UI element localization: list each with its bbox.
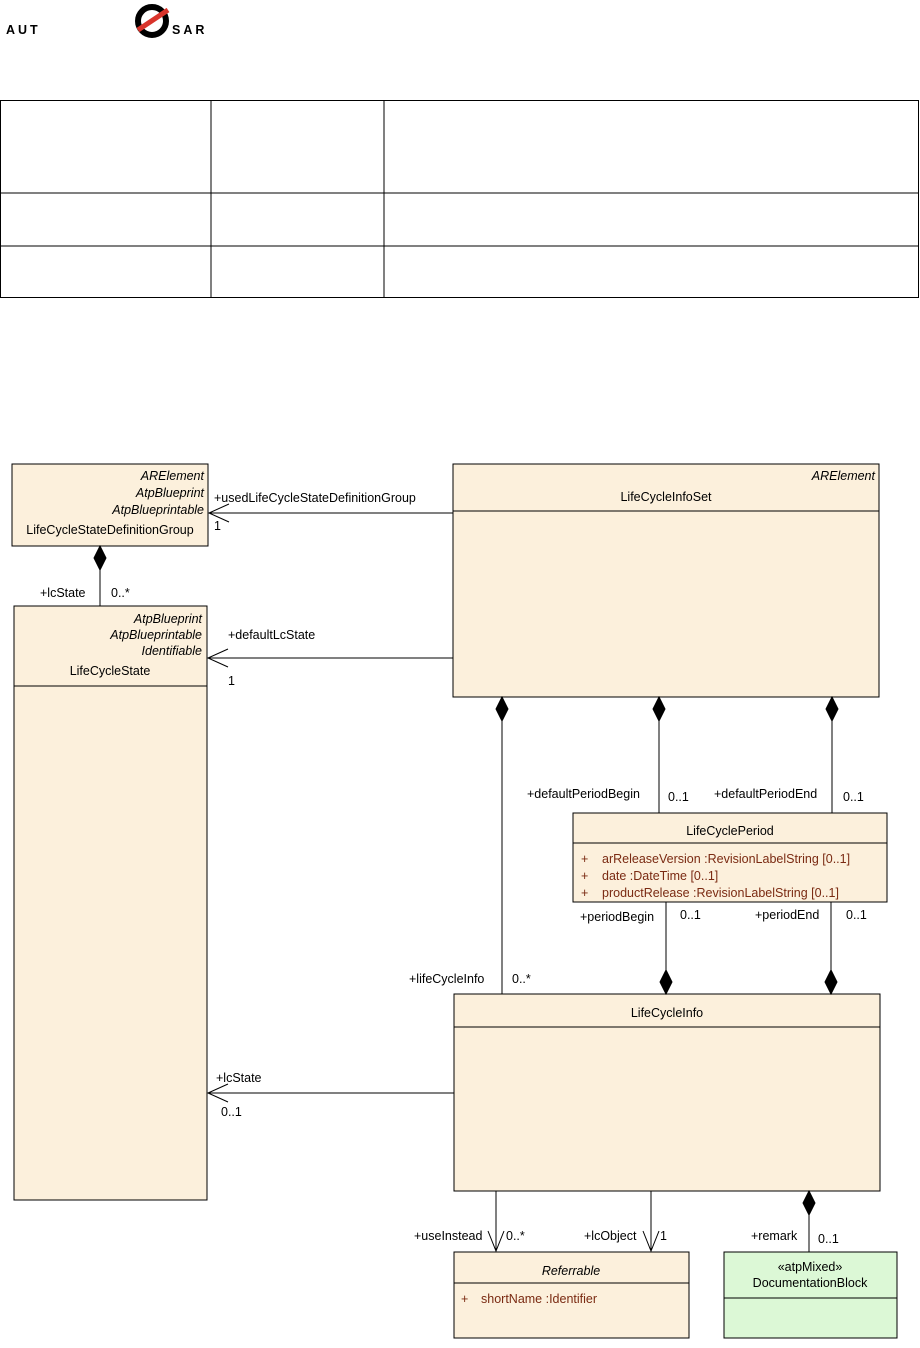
stereotype-label: AtpBlueprint — [133, 612, 203, 626]
class-name: LifeCycleState — [70, 664, 151, 678]
attribute-visibility: + — [581, 852, 588, 866]
stereotype-label: AtpBlueprintable — [109, 628, 202, 642]
composition-lifecycleinfo: +lifeCycleInfo 0..* — [409, 695, 531, 994]
svg-text:SAR: SAR — [172, 23, 207, 37]
stereotype-label: ARElement — [811, 469, 876, 483]
class-lifecyclestate: AtpBlueprint AtpBlueprintable Identifiab… — [13, 605, 208, 1201]
composition-lcstate: +lcState 0..* — [40, 544, 130, 606]
class-lifecycleperiod: LifeCyclePeriod + arReleaseVersion :Revi… — [572, 812, 888, 903]
composition-remark: +remark 0..1 — [751, 1189, 839, 1252]
uml-class-diagram: ARElement AtpBlueprint AtpBlueprintable … — [11, 463, 898, 1339]
multiplicity-label: 0..1 — [846, 908, 867, 922]
class-lifecyclestatedefinitiongroup: ARElement AtpBlueprint AtpBlueprintable … — [11, 463, 209, 547]
role-label: +lcState — [40, 586, 86, 600]
role-label: +defaultPeriodBegin — [527, 787, 640, 801]
multiplicity-label: 1 — [214, 519, 221, 533]
role-label: +periodBegin — [580, 910, 654, 924]
multiplicity-label: 0..1 — [668, 790, 689, 804]
class-name: LifeCyclePeriod — [686, 824, 774, 838]
stereotype-label: AtpBlueprintable — [111, 503, 204, 517]
class-stereotype: «atpMixed» — [778, 1260, 843, 1274]
role-label: +lifeCycleInfo — [409, 972, 484, 986]
class-lifecycleinfoset: ARElement LifeCycleInfoSet — [452, 463, 880, 698]
association-default-lcstate: +defaultLcState 1 — [206, 628, 453, 688]
role-label: +lcObject — [584, 1229, 637, 1243]
composition-period-end: +periodEnd 0..1 — [755, 902, 867, 996]
stereotype-label: Identifiable — [142, 644, 203, 658]
stereotype-label: ARElement — [140, 469, 205, 483]
class-referrable: Referrable + shortName :Identifier — [453, 1251, 690, 1339]
multiplicity-label: 0..1 — [221, 1105, 242, 1119]
attribute: date :DateTime [0..1] — [602, 869, 718, 883]
composition-period-begin: +periodBegin 0..1 — [580, 902, 701, 996]
role-label: +defaultLcState — [228, 628, 315, 642]
composition-default-period-end: +defaultPeriodEnd 0..1 — [714, 695, 864, 813]
role-label: +defaultPeriodEnd — [714, 787, 817, 801]
class-documentationblock: «atpMixed» DocumentationBlock — [723, 1251, 898, 1339]
multiplicity-label: 0..1 — [843, 790, 864, 804]
multiplicity-label: 1 — [228, 674, 235, 688]
document-header-table — [0, 100, 919, 298]
class-name: DocumentationBlock — [753, 1276, 868, 1290]
role-label: +periodEnd — [755, 908, 819, 922]
stereotype-label: AtpBlueprint — [135, 486, 205, 500]
role-label: +lcState — [216, 1071, 262, 1085]
class-name: Referrable — [542, 1264, 600, 1278]
class-name: LifeCycleStateDefinitionGroup — [26, 523, 193, 537]
association-lci-lcstate: +lcState 0..1 — [206, 1071, 454, 1119]
attribute-visibility: + — [461, 1292, 468, 1306]
association-use-instead: +useInstead 0..* — [414, 1191, 525, 1253]
class-name: LifeCycleInfoSet — [620, 490, 712, 504]
class-name: LifeCycleInfo — [631, 1006, 703, 1020]
attribute-visibility: + — [581, 869, 588, 883]
svg-text:AUT: AUT — [6, 23, 41, 37]
multiplicity-label: 0..1 — [680, 908, 701, 922]
attribute: arReleaseVersion :RevisionLabelString [0… — [602, 852, 850, 866]
multiplicity-label: 0..1 — [818, 1232, 839, 1246]
composition-default-period-begin: +defaultPeriodBegin 0..1 — [527, 695, 689, 813]
attribute: productRelease :RevisionLabelString [0..… — [602, 886, 839, 900]
autosar-logo: AUT SAR — [6, 4, 207, 38]
multiplicity-label: 0..* — [506, 1229, 525, 1243]
role-label: +useInstead — [414, 1229, 483, 1243]
attribute: shortName :Identifier — [481, 1292, 597, 1306]
attribute-visibility: + — [581, 886, 588, 900]
multiplicity-label: 1 — [660, 1229, 667, 1243]
association-lc-object: +lcObject 1 — [584, 1191, 667, 1253]
role-label: +remark — [751, 1229, 798, 1243]
multiplicity-label: 0..* — [512, 972, 531, 986]
class-lifecycleinfo: LifeCycleInfo — [453, 993, 881, 1192]
role-label: +usedLifeCycleStateDefinitionGroup — [214, 491, 416, 505]
association-used-group: +usedLifeCycleStateDefinitionGroup 1 — [207, 491, 453, 533]
multiplicity-label: 0..* — [111, 586, 130, 600]
